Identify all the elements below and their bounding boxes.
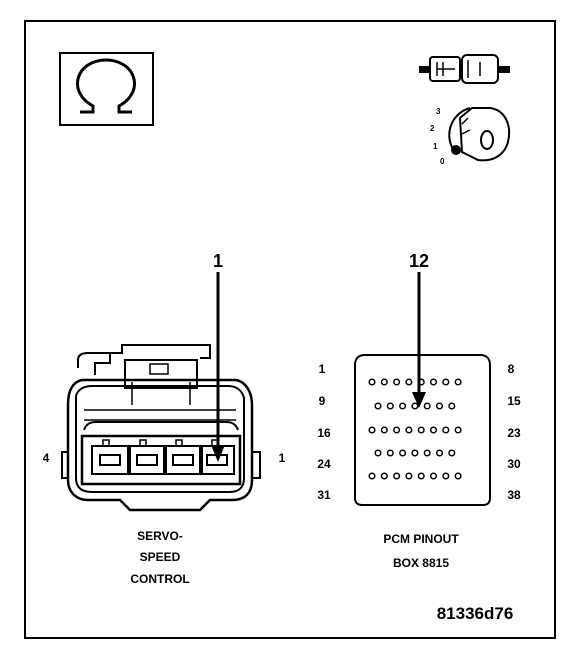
pcm-row-start-4: 24	[317, 457, 331, 471]
ignition-key-icon: 3 2 1 0	[430, 107, 510, 166]
servo-connector-label: SERVO- SPEED CONTROL	[130, 529, 189, 586]
pcm-pin-20	[417, 426, 425, 434]
pcm-pin-callout: 12	[409, 251, 429, 408]
pcm-pin-13	[423, 402, 431, 410]
pcm-row-start-1: 1	[319, 362, 326, 376]
pcm-pin-31	[368, 472, 376, 480]
diagram-border	[24, 20, 556, 639]
pcm-pin-19	[405, 426, 413, 434]
pcm-row-end-4: 30	[507, 457, 521, 471]
pcm-pin-26	[399, 449, 407, 457]
pcm-pin-34	[405, 472, 413, 480]
pcm-pin-12	[411, 402, 419, 410]
pcm-row-end-3: 23	[507, 426, 521, 440]
servo-side-number-right: 1	[279, 451, 286, 465]
pcm-pin-16	[368, 426, 376, 434]
pcm-pin-36	[429, 472, 438, 480]
pcm-pin-15	[448, 402, 456, 410]
pcm-pinout-box	[354, 354, 491, 506]
ohm-symbol-icon	[59, 52, 154, 126]
connector-disconnect-icon	[419, 54, 510, 84]
pcm-pin-30	[448, 449, 456, 457]
pcm-pin-22	[442, 426, 450, 434]
pcm-pin-33	[393, 472, 401, 480]
pcm-pin-11	[399, 402, 407, 410]
pcm-row-end-2: 15	[507, 394, 521, 408]
servo-cavity-3	[129, 439, 165, 475]
pcm-pin-32	[380, 472, 388, 480]
servo-callout-number: 1	[213, 251, 223, 271]
svg-text:PCM PINOUT: PCM PINOUT	[383, 532, 459, 546]
pcm-pin-7	[442, 378, 450, 386]
pcm-pin-28	[423, 449, 431, 457]
pcm-pin-17	[380, 426, 388, 434]
svg-text:BOX 8815: BOX 8815	[393, 556, 449, 570]
servo-pin-callout: 1	[211, 251, 225, 462]
pcm-pin-8	[454, 378, 462, 386]
pcm-pin-27	[411, 449, 419, 457]
pcm-pin-21	[429, 426, 438, 434]
servo-cavity-4	[91, 439, 129, 475]
servo-cavity-2	[165, 439, 201, 475]
ignition-pos-1: 1	[433, 142, 438, 151]
pcm-pin-24	[374, 449, 382, 457]
svg-text:CONTROL: CONTROL	[130, 572, 189, 586]
pcm-pin-3	[393, 378, 401, 386]
svg-text:SERVO-: SERVO-	[137, 529, 183, 543]
pcm-pin-29	[435, 449, 444, 457]
pcm-pin-25	[386, 449, 394, 457]
pcm-pin-9	[374, 402, 382, 410]
pcm-row-start-2: 9	[319, 394, 326, 408]
servo-side-number-left: 4	[43, 451, 50, 465]
pcm-connector-label: PCM PINOUT BOX 8815	[383, 532, 459, 570]
figure-id: 81336d76	[437, 604, 514, 623]
ignition-pos-2: 2	[430, 124, 435, 133]
pcm-row-end-1: 8	[508, 362, 515, 376]
pcm-pin-4	[405, 378, 413, 386]
svg-text:SPEED: SPEED	[140, 550, 181, 564]
pcm-pin-6	[429, 378, 438, 386]
pcm-pin-grid	[368, 378, 462, 480]
pcm-pin-14	[435, 402, 444, 410]
pcm-pin-18	[393, 426, 401, 434]
pcm-pin-1	[368, 378, 376, 386]
servo-speed-control-connector	[61, 344, 261, 512]
pcm-row-start-3: 16	[317, 426, 331, 440]
pcm-row-end-5: 38	[507, 488, 521, 502]
pcm-pin-23	[454, 426, 462, 434]
ignition-pos-3: 3	[436, 107, 441, 116]
pcm-pin-37	[442, 472, 450, 480]
pcm-pin-2	[380, 378, 388, 386]
pcm-callout-number: 12	[409, 251, 429, 271]
pcm-row-start-5: 31	[317, 488, 331, 502]
pcm-pin-35	[417, 472, 425, 480]
pcm-pin-38	[454, 472, 462, 480]
pcm-pin-10	[386, 402, 394, 410]
ignition-pos-0: 0	[440, 157, 445, 166]
